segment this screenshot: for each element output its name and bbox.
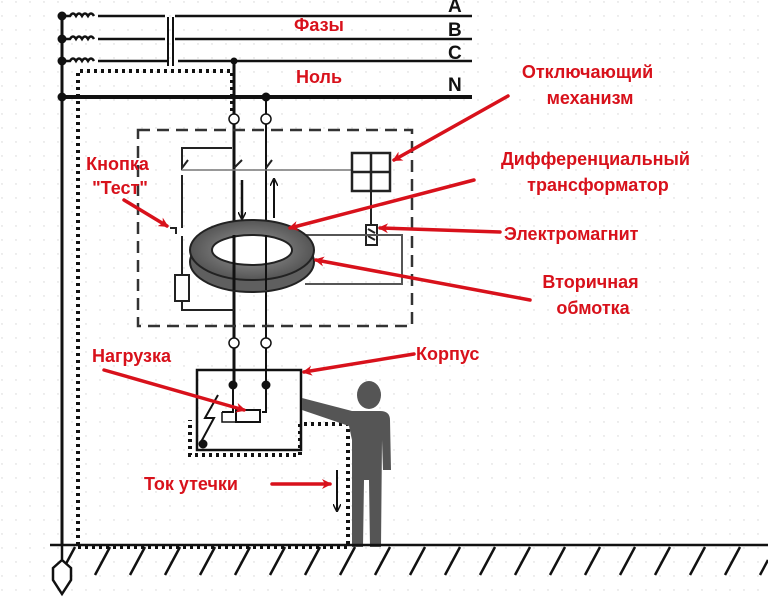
neutral-label: Ноль (296, 67, 342, 87)
bus-label-n: N (448, 75, 462, 96)
bus-label-c: C (448, 43, 462, 64)
phases-label: Фазы (294, 15, 344, 35)
trip-mechanism-label: Отключающий механизм (522, 62, 658, 108)
trip-mechanism-box (350, 151, 392, 193)
bus-a-line (62, 12, 472, 19)
housing-label: Корпус (416, 344, 479, 364)
electromagnet-label: Электромагнит (504, 224, 639, 244)
trip-mechanism-arrow (392, 94, 510, 162)
test-button-arrow (122, 198, 169, 228)
housing-arrow (302, 352, 416, 376)
diff-transformer-label: Дифференциальный трансформатор (501, 149, 695, 195)
bus-c-line (62, 57, 472, 64)
differential-transformer (189, 219, 315, 293)
electromagnet-arrow (378, 223, 502, 234)
secondary-winding-arrow (314, 256, 532, 302)
load-arrow (102, 368, 246, 413)
bus-label-a: A (448, 0, 462, 17)
secondary-winding-label: Вторичная обмотка (542, 272, 643, 318)
bus-label-b: B (448, 20, 462, 41)
leakage-current-label: Ток утечки (144, 474, 238, 494)
test-button-label: Кнопка "Тест" (86, 154, 154, 198)
person-icon (302, 381, 391, 547)
callout-arrows (102, 94, 532, 489)
diff-transformer-arrow (288, 178, 476, 231)
load-resistor (235, 409, 261, 423)
load-housing (195, 368, 303, 452)
ground-electrode-icon (51, 545, 73, 597)
test-circuit (170, 147, 360, 311)
supply-buses (57, 11, 472, 545)
ground (50, 543, 768, 576)
bus-b-line (62, 35, 472, 42)
load-label: Нагрузка (92, 346, 172, 366)
